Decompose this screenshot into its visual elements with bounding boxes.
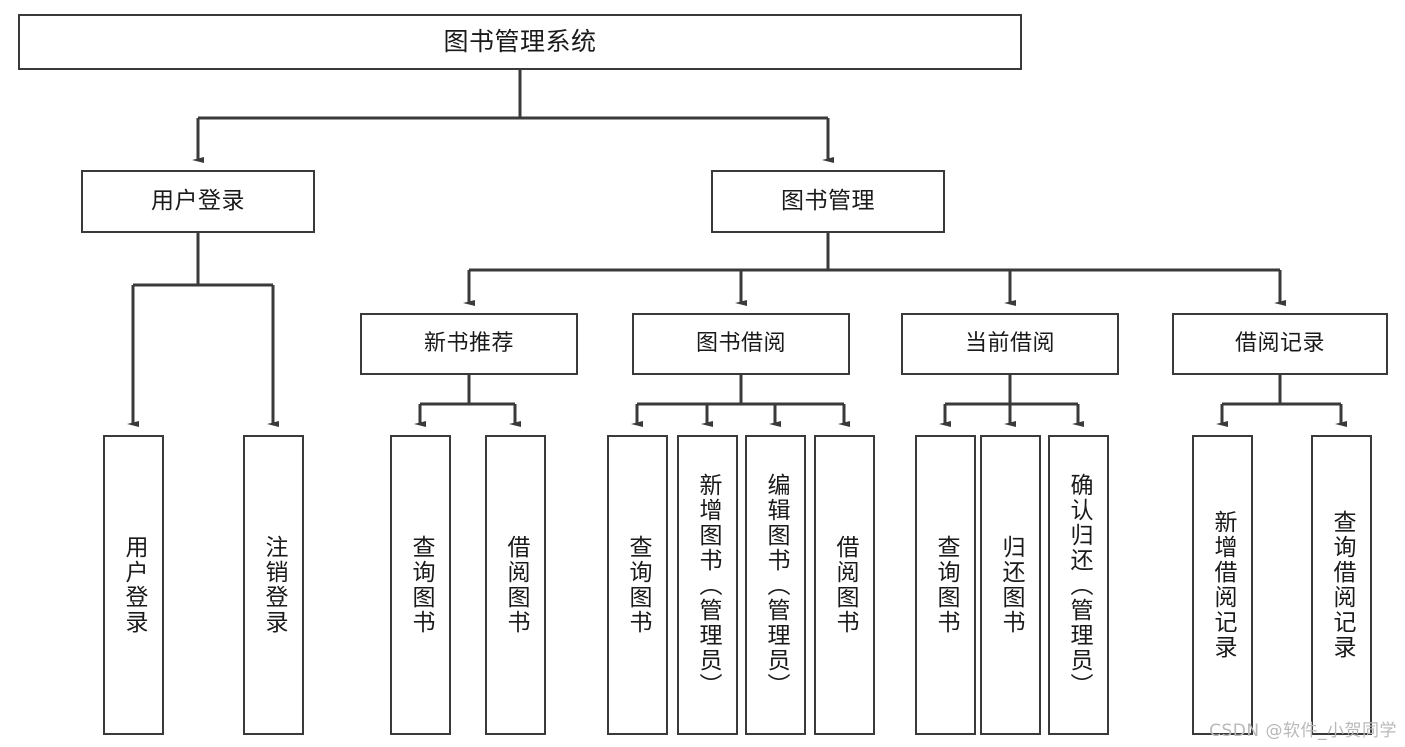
leaf-borrow-edit-book[interactable]: 编辑图书（管理员） — [745, 435, 806, 735]
node-label: 当前借阅 — [964, 330, 1055, 356]
node-label: 新增借阅记录 — [1210, 510, 1236, 660]
node-label: 确认归还（管理员） — [1066, 472, 1092, 698]
node-label: 归还图书 — [998, 535, 1024, 635]
leaf-user-login-logout[interactable]: 注销登录 — [243, 435, 304, 735]
leaf-recommend-query-book[interactable]: 查询图书 — [390, 435, 451, 735]
leaf-recommend-borrow-book[interactable]: 借阅图书 — [485, 435, 546, 735]
node-label: 借阅记录 — [1234, 330, 1325, 356]
node-label: 查询借阅记录 — [1329, 510, 1355, 660]
node-label: 图书管理系统 — [443, 27, 597, 56]
leaf-borrow-add-book[interactable]: 新增图书（管理员） — [677, 435, 738, 735]
node-label: 查询图书 — [408, 535, 434, 635]
node-label: 查询图书 — [933, 535, 959, 635]
leaf-user-login-login[interactable]: 用户登录 — [103, 435, 164, 735]
node-root-system[interactable]: 图书管理系统 — [18, 14, 1022, 70]
leaf-current-query-book[interactable]: 查询图书 — [915, 435, 976, 735]
node-user-login[interactable]: 用户登录 — [81, 170, 315, 233]
leaf-current-return-book[interactable]: 归还图书 — [980, 435, 1041, 735]
node-book-management[interactable]: 图书管理 — [711, 170, 945, 233]
leaf-borrow-query-book[interactable]: 查询图书 — [607, 435, 668, 735]
node-label: 用户登录 — [151, 187, 245, 214]
node-label: 图书管理 — [781, 187, 875, 214]
node-label: 用户登录 — [121, 535, 147, 635]
node-current-borrow[interactable]: 当前借阅 — [901, 313, 1119, 375]
node-label: 新增图书（管理员） — [695, 472, 721, 698]
node-book-borrow[interactable]: 图书借阅 — [632, 313, 850, 375]
leaf-borrow-borrow-book[interactable]: 借阅图书 — [814, 435, 875, 735]
node-label: 注销登录 — [261, 535, 287, 635]
leaf-record-query-record[interactable]: 查询借阅记录 — [1311, 435, 1372, 735]
node-label: 查询图书 — [625, 535, 651, 635]
node-borrow-record[interactable]: 借阅记录 — [1172, 313, 1388, 375]
node-label: 新书推荐 — [423, 330, 514, 356]
leaf-current-confirm-return[interactable]: 确认归还（管理员） — [1048, 435, 1109, 735]
node-label: 图书借阅 — [695, 330, 786, 356]
csdn-watermark: CSDN @软件_小贺同学 — [1209, 721, 1397, 741]
node-label: 借阅图书 — [832, 535, 858, 635]
node-label: 借阅图书 — [503, 535, 529, 635]
node-label: 编辑图书（管理员） — [763, 472, 789, 698]
node-new-book-recommend[interactable]: 新书推荐 — [360, 313, 578, 375]
leaf-record-add-record[interactable]: 新增借阅记录 — [1192, 435, 1253, 735]
